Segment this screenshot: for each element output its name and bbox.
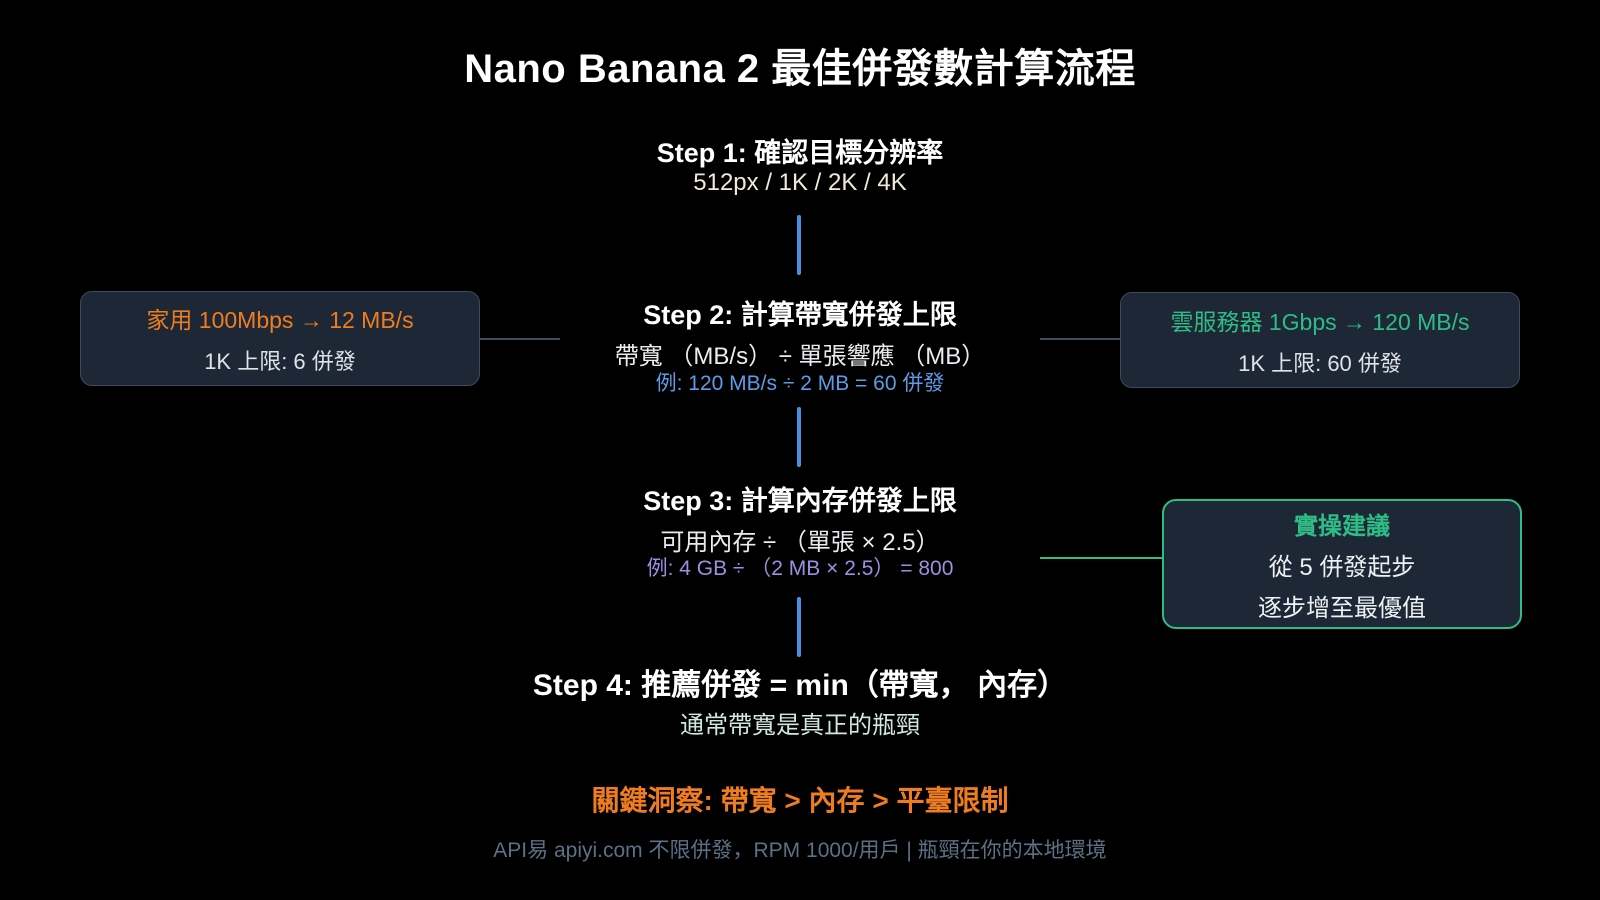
step4-note: 通常帶寬是真正的瓶頸 (680, 712, 920, 739)
step2-formula: 帶寬 （MB/s） ÷ 單張響應 （MB） (614, 343, 986, 370)
connector-tip-box (1040, 557, 1162, 559)
step3-heading: Step 3: 計算內存併發上限 (643, 486, 957, 516)
home-bandwidth-detail: 1K 上限: 6 併發 (204, 349, 356, 374)
step1-resolution-options: 512px / 1K / 2K / 4K (693, 169, 907, 196)
step1-heading: Step 1: 確認目標分辨率 (656, 138, 944, 168)
practical-tip-line2: 逐步增至最優值 (1258, 594, 1426, 622)
step4-heading: Step 4: 推薦併發 = min（帶寬， 內存） (532, 669, 1068, 702)
cloud-bandwidth-box: 雲服務器 1Gbps → 120 MB/s 1K 上限: 60 併發 (1120, 292, 1520, 388)
practical-tip-line1: 從 5 併發起步 (1268, 553, 1416, 581)
connector-step2-step3 (797, 407, 801, 467)
connector-home-box (480, 338, 560, 340)
home-bandwidth-box: 家用 100Mbps → 12 MB/s 1K 上限: 6 併發 (80, 291, 480, 386)
home-bandwidth-highlight: 家用 100Mbps → 12 MB/s (146, 307, 414, 333)
page-title: Nano Banana 2 最佳併發數計算流程 (464, 47, 1136, 91)
cloud-bandwidth-highlight: 雲服務器 1Gbps → 120 MB/s (1170, 308, 1470, 335)
step2-example: 例: 120 MB/s ÷ 2 MB = 60 併發 (655, 372, 945, 395)
key-insight-text: 關鍵洞察: 帶寬 > 內存 > 平臺限制 (591, 785, 1009, 816)
connector-cloud-box (1040, 338, 1120, 340)
step2-heading: Step 2: 計算帶寬併發上限 (643, 300, 957, 330)
cloud-bandwidth-detail: 1K 上限: 60 併發 (1238, 350, 1402, 376)
connector-step1-step2 (797, 215, 801, 275)
connector-step3-step4 (797, 597, 801, 657)
footer-tagline: API易 apiyi.com 不限併發，RPM 1000/用戶 | 瓶頸在你的本… (493, 839, 1107, 862)
step3-formula: 可用內存 ÷ （單張 × 2.5） (660, 529, 940, 556)
practical-tip-box: 實操建議 從 5 併發起步 逐步增至最優值 (1162, 499, 1522, 629)
step3-example: 例: 4 GB ÷ （2 MB × 2.5） = 800 (646, 557, 954, 580)
practical-tip-heading: 實操建議 (1294, 512, 1390, 540)
